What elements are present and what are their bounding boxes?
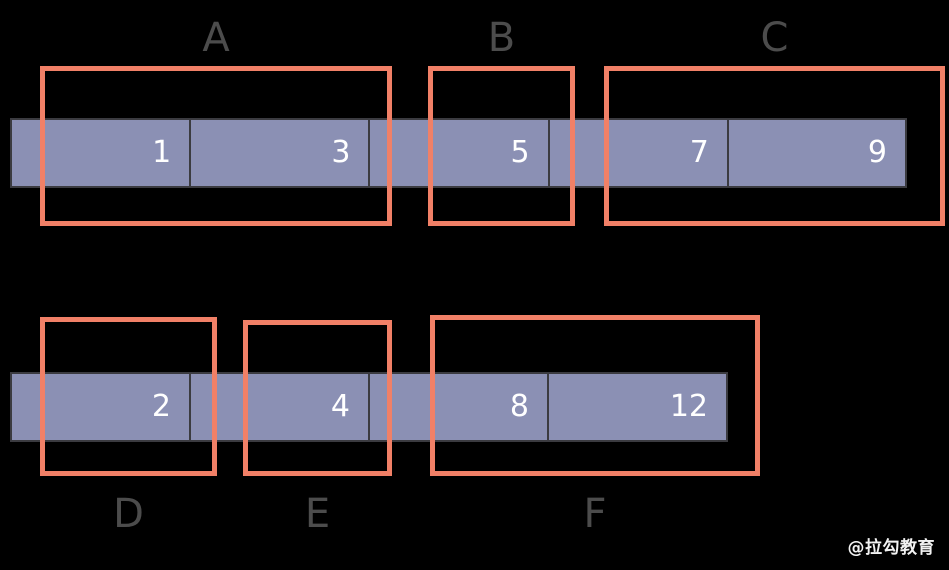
lower-array-cell[interactable]: 4	[191, 374, 370, 440]
lower-array-cell[interactable]: 8	[370, 374, 549, 440]
group-label-a: A	[202, 15, 230, 61]
group-label-f: F	[583, 491, 607, 537]
group-label-d: D	[113, 491, 144, 537]
selection-box-d[interactable]	[40, 317, 217, 476]
lower-array-cell[interactable]: 12	[549, 374, 726, 440]
group-label-b: B	[487, 15, 516, 61]
group-label-c: C	[760, 15, 789, 61]
selection-box-a[interactable]	[40, 66, 392, 226]
selection-box-b[interactable]	[428, 66, 575, 226]
upper-array-cell[interactable]: 3	[191, 120, 371, 186]
selection-box-c[interactable]	[604, 66, 945, 226]
selection-box-e[interactable]	[243, 320, 392, 476]
upper-array-cell[interactable]: 9	[728, 120, 906, 186]
group-label-e: E	[304, 491, 331, 537]
watermark-label: @拉勾教育	[847, 538, 935, 558]
upper-array-cell[interactable]: 7	[549, 120, 729, 186]
selection-box-f[interactable]	[430, 315, 760, 476]
upper-array-cell[interactable]: 5	[370, 120, 550, 186]
